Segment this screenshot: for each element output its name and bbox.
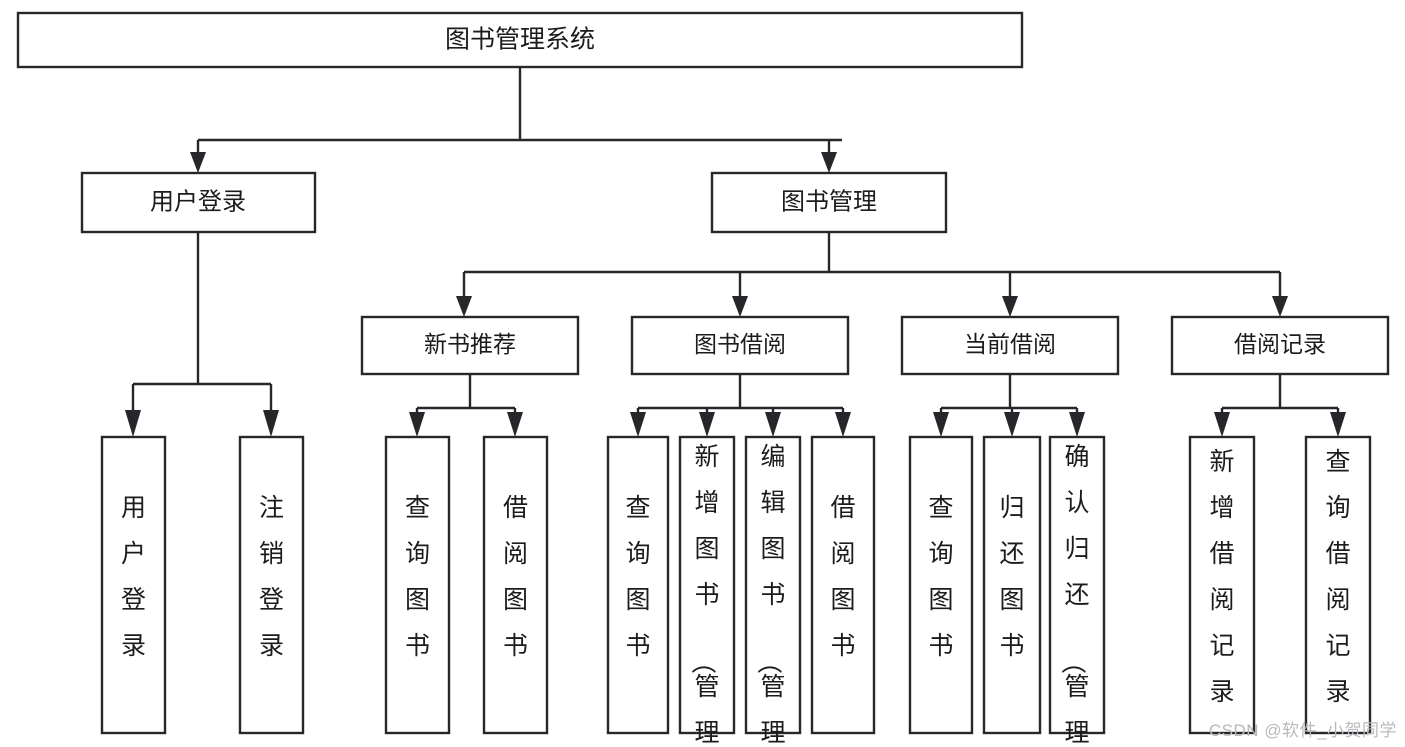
leaf-node[interactable]: 新增借阅记录 — [1188, 435, 1256, 735]
node-current-borrow-box[interactable] — [900, 315, 1120, 376]
arrow-head-icon — [1069, 412, 1085, 437]
leaf-node[interactable]: 确认归还（管理员） — [1048, 435, 1106, 747]
arrow-head-icon — [1330, 412, 1346, 437]
leaf-node-label: 归还图书 — [999, 494, 1024, 660]
leaf-layer: 用户登录 注销登录 查询图书 借阅图书 查询图书 新增图书（管理员） 编辑图书（管理员） 借阅… — [100, 435, 1372, 747]
arrow-head-icon — [190, 152, 206, 173]
leaf-node-label: 查询借阅记录 — [1325, 448, 1350, 706]
leaf-node[interactable]: 借阅图书 — [482, 435, 549, 735]
leaf-node[interactable]: 注销登录 — [238, 435, 305, 735]
node-borrow-record-box[interactable] — [1170, 315, 1390, 376]
node-borrow-record[interactable]: 借阅记录 — [1170, 315, 1390, 376]
leaf-node-box[interactable] — [100, 435, 167, 735]
leaf-node-label: 查询图书 — [625, 494, 650, 660]
leaf-node-label: 注销登录 — [259, 494, 284, 660]
node-book-management-label: 图书管理 — [781, 188, 877, 215]
leaf-node-label: 查询图书 — [405, 494, 430, 660]
leaf-node-label: 新增图书（管理员） — [688, 443, 719, 747]
leaf-node-box[interactable] — [1188, 435, 1256, 735]
arrow-head-icon — [1272, 296, 1288, 317]
leaf-node[interactable]: 查询图书 — [908, 435, 974, 735]
node-book-management-box[interactable] — [710, 171, 948, 234]
node-new-book-recommend-box[interactable] — [360, 315, 580, 376]
leaf-node-label: 确认归还（管理员） — [1058, 443, 1089, 747]
node-root-box[interactable] — [16, 11, 1024, 69]
leaf-node-box[interactable] — [1304, 435, 1372, 735]
arrow-head-icon — [456, 296, 472, 317]
arrow-head-icon — [765, 412, 781, 437]
leaf-node-label: 查询图书 — [928, 494, 953, 660]
arrow-head-icon — [1214, 412, 1230, 437]
leaf-node-label: 新增借阅记录 — [1209, 448, 1234, 706]
arrow-head-icon — [263, 410, 279, 437]
edge-layer — [125, 67, 1346, 437]
leaf-node-box[interactable] — [678, 435, 736, 735]
node-user-login[interactable]: 用户登录 — [80, 171, 317, 234]
node-current-borrow-label: 当前借阅 — [964, 331, 1056, 357]
arrow-head-icon — [630, 412, 646, 437]
leaf-node[interactable]: 新增图书（管理员） — [678, 435, 736, 747]
leaf-node-box[interactable] — [744, 435, 802, 735]
node-borrow-record-label: 借阅记录 — [1234, 331, 1326, 357]
node-book-borrow-label: 图书借阅 — [694, 331, 786, 357]
arrow-head-icon — [409, 412, 425, 437]
leaf-node[interactable]: 编辑图书（管理员） — [744, 435, 802, 747]
leaf-node-label: 用户登录 — [121, 494, 146, 660]
arrow-head-icon — [507, 412, 523, 437]
arrow-head-icon — [821, 152, 837, 173]
leaf-node[interactable]: 查询图书 — [606, 435, 670, 735]
leaf-node[interactable]: 查询图书 — [384, 435, 451, 735]
arrow-head-icon — [732, 296, 748, 317]
leaf-node-box[interactable] — [1048, 435, 1106, 735]
leaf-node[interactable]: 查询借阅记录 — [1304, 435, 1372, 735]
node-user-login-label: 用户登录 — [150, 188, 246, 215]
leaf-node-box[interactable] — [982, 435, 1042, 735]
node-new-book-recommend-label: 新书推荐 — [424, 331, 516, 357]
leaf-node-box[interactable] — [810, 435, 876, 735]
arrow-head-icon — [1002, 296, 1018, 317]
leaf-node-box[interactable] — [482, 435, 549, 735]
arrow-head-icon — [1004, 412, 1020, 437]
leaf-node-box[interactable] — [238, 435, 305, 735]
leaf-node-box[interactable] — [606, 435, 670, 735]
arrow-head-icon — [835, 412, 851, 437]
node-new-book-recommend[interactable]: 新书推荐 — [360, 315, 580, 376]
leaf-node-label: 借阅图书 — [830, 494, 855, 660]
leaf-node[interactable]: 借阅图书 — [810, 435, 876, 735]
leaf-node-box[interactable] — [908, 435, 974, 735]
node-current-borrow[interactable]: 当前借阅 — [900, 315, 1120, 376]
node-layer: 图书管理系统 用户登录 图书管理 新书推荐 图书借阅 当前借阅 借阅记录 — [16, 11, 1390, 376]
node-user-login-box[interactable] — [80, 171, 317, 234]
node-book-borrow[interactable]: 图书借阅 — [630, 315, 850, 376]
leaf-node[interactable]: 归还图书 — [982, 435, 1042, 735]
arrow-head-icon — [125, 410, 141, 437]
node-root[interactable]: 图书管理系统 — [16, 11, 1024, 69]
arrow-head-icon — [699, 412, 715, 437]
node-book-management[interactable]: 图书管理 — [710, 171, 948, 234]
leaf-node-label: 借阅图书 — [503, 494, 528, 660]
node-root-label: 图书管理系统 — [445, 26, 595, 54]
leaf-node-box[interactable] — [384, 435, 451, 735]
node-book-borrow-box[interactable] — [630, 315, 850, 376]
leaf-node-label: 编辑图书（管理员） — [754, 443, 785, 747]
leaf-node[interactable]: 用户登录 — [100, 435, 167, 735]
arrow-head-icon — [933, 412, 949, 437]
